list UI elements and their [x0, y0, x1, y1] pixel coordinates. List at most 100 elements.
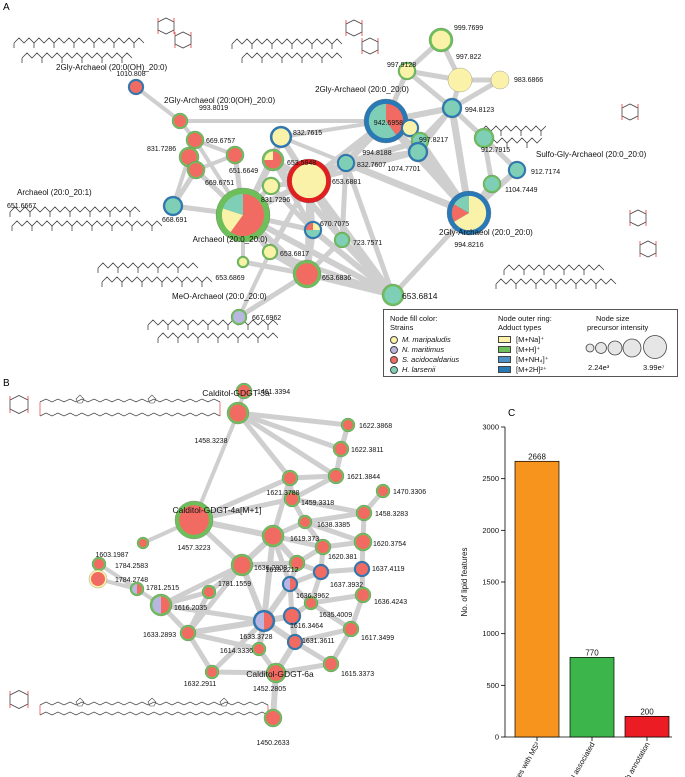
node-n15: [400, 118, 420, 138]
compound-label-l5: Archaeol (20:0_20:0): [193, 235, 268, 244]
node-label-m33: 1631.3611: [302, 638, 335, 645]
node-label-n23: 912.7915: [481, 147, 510, 154]
node-m6: [281, 469, 299, 487]
node-m18: [314, 538, 332, 556]
node-label-m22: 1637.3932: [330, 582, 363, 589]
legend-strain-label: H. larsenii: [402, 365, 436, 374]
bar-value-label-1: 2668: [528, 452, 546, 461]
node-n7: [215, 187, 271, 243]
network-edge: [134, 85, 182, 123]
network-edge: [185, 618, 267, 636]
molecule-calditol-head-1: [9, 395, 29, 414]
molecule-meo-chain-1: [147, 319, 279, 330]
legend-size-circles: [585, 335, 667, 359]
legend-strain-4: H. larsenii: [390, 365, 435, 374]
legend-adduct-2: [M+H]⁺: [498, 345, 540, 354]
network-edge: [185, 562, 245, 636]
panel-letter-b: B: [3, 378, 10, 389]
adduct-swatch: [498, 356, 511, 363]
network-edge: [235, 410, 293, 481]
molecule-archaeol-chain-1: [9, 206, 141, 217]
y-tick-label: 1500: [482, 578, 499, 587]
node-m2: [226, 401, 250, 425]
node-label-n19: 997.9128: [387, 62, 416, 69]
node-label-m28: 1616.3464: [290, 623, 323, 630]
network-edge: [343, 160, 396, 298]
strain-dot: [390, 335, 398, 344]
legend-ring-subtitle: Adduct types: [498, 323, 542, 332]
node-n18: [428, 27, 454, 53]
node-label-m19: 1636.2808: [254, 565, 287, 572]
node-n31: [292, 259, 322, 289]
node-label-m10: 1459.3318: [301, 500, 334, 507]
network-a-molecules: [9, 17, 657, 343]
node-n22: [441, 97, 463, 119]
molecule-archaeol-chain-2: [11, 220, 163, 231]
node-label-n27: 670.7075: [320, 221, 349, 228]
network-edge: [192, 411, 240, 522]
legend-strain-2: N. maritimus: [390, 345, 444, 354]
node-n8: [162, 195, 184, 217]
network-edge: [235, 410, 351, 428]
size-circle-3: [607, 340, 623, 356]
molecule-calditol-ring-1: [39, 394, 221, 417]
node-m8: [136, 536, 150, 550]
compound-label-l3: 2Gly-Archaeol (20:0_20:0): [315, 85, 409, 94]
node-m30: [252, 609, 276, 633]
node-n32: [230, 308, 248, 326]
size-circle-1: [585, 343, 595, 353]
molecule-archaeol-chain-4: [101, 276, 213, 287]
node-label-n31: 653.6836: [322, 275, 351, 282]
x-tick-label-3: FBMN with annotation: [607, 741, 652, 777]
node-m1: [235, 382, 253, 400]
molecule-calditol-ring-2: [39, 697, 269, 716]
node-n2: [171, 112, 189, 130]
node-n13: [336, 153, 356, 173]
node-m34: [204, 664, 220, 680]
y-tick-label: 3000: [482, 423, 499, 432]
node-label-n11: 831.7296: [261, 197, 290, 204]
bar-2: [569, 657, 615, 738]
legend-strain-1: M. maripaludis: [390, 335, 451, 344]
node-label-m11: 1458.3283: [375, 511, 408, 518]
compound-label-l4: Archaeol (20:0_20:1): [17, 188, 92, 197]
node-m3: [340, 417, 356, 433]
node-m32: [251, 641, 267, 657]
node-m23: [353, 560, 371, 578]
node-m28: [282, 606, 302, 626]
network-edge: [158, 602, 267, 624]
molecule-sulfo-sugar: [621, 103, 639, 121]
molecule-gly-chain-3: [231, 38, 343, 49]
compound-label-l7: 2Gly-Archaeol (20:0_20:0): [439, 228, 533, 237]
node-m7: [174, 500, 214, 540]
node-m15: [201, 584, 217, 600]
adduct-swatch: [498, 346, 511, 353]
node-label-m31: 1617.3499: [361, 635, 394, 642]
node-m37: [263, 708, 283, 728]
y-tick-label: 1000: [482, 629, 499, 638]
node-label-m13: 1784.2583: [115, 563, 148, 570]
molecule-gly-chain-4: [241, 52, 343, 63]
node-m31: [342, 620, 360, 638]
node-label-m9: 1470.3306: [393, 489, 426, 496]
node-label-m30: 1633.3728: [239, 634, 272, 641]
network-edge: [158, 562, 245, 608]
network-edge: [289, 473, 339, 502]
legend-strain-label: S. acidocaldarius: [402, 355, 460, 364]
node-m24: [149, 593, 173, 617]
node-label-n8: 668.691: [162, 217, 187, 224]
node-label-n5: 651.6649: [229, 168, 258, 175]
node-label-n10: 653.5848: [287, 160, 316, 167]
node-n19: [397, 61, 417, 81]
molecule-2gly-sugar-2: [639, 240, 657, 258]
node-n10: [261, 148, 285, 172]
legend-size-title: Node size: [596, 314, 630, 323]
network-edge: [302, 519, 366, 545]
bar-1: [514, 460, 560, 738]
network-edge: [292, 626, 354, 645]
compound-label-l8: MeO-Archaeol (20:0_20:0): [172, 292, 267, 301]
node-label-m25: 1636.3962: [296, 593, 329, 600]
molecule-sugar-2: [174, 31, 192, 49]
molecule-gly-chain-1: [13, 37, 145, 48]
